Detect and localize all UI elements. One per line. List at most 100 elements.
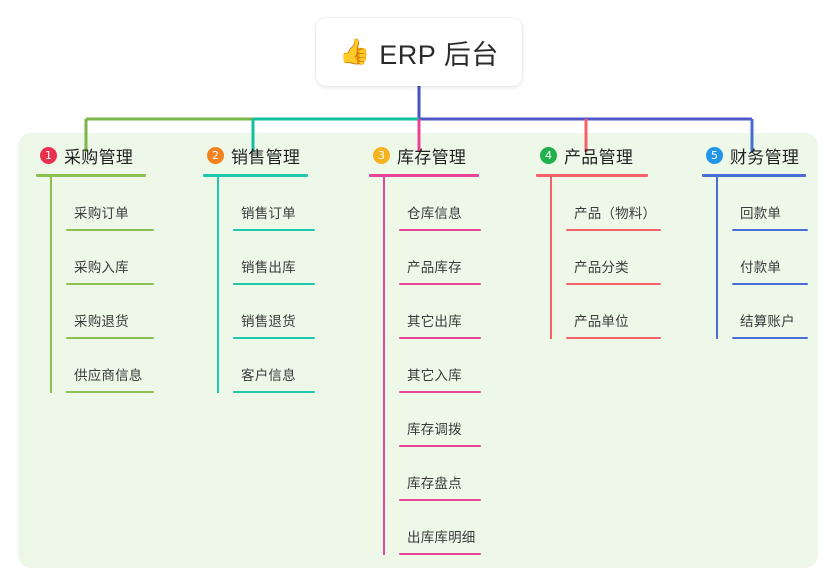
menu-item-rule xyxy=(732,283,808,285)
menu-item-rule xyxy=(566,283,661,285)
menu-item-label: 采购入库 xyxy=(74,260,129,275)
branch-header-rule-5 xyxy=(702,174,806,177)
branch-column-3: 3 库存管理仓库信息产品库存其它出库其它入库库存调拨库存盘点出库库明细 xyxy=(369,142,519,555)
menu-item[interactable]: 付款单 xyxy=(718,231,839,285)
menu-item-label: 产品库存 xyxy=(407,260,462,275)
branch-spine-3 xyxy=(383,177,385,555)
menu-item-label: 产品分类 xyxy=(574,260,629,275)
menu-item-rule xyxy=(233,391,315,393)
menu-item-label: 产品（物料） xyxy=(574,206,657,221)
menu-item-label: 客户信息 xyxy=(241,368,296,383)
menu-item-rule xyxy=(566,229,661,231)
menu-item-rule xyxy=(399,229,481,231)
branch-title-1: 采购管理 xyxy=(64,147,134,167)
menu-item-rule xyxy=(732,229,808,231)
menu-item-rule xyxy=(66,283,154,285)
branch-header-5[interactable]: 5 财务管理 xyxy=(702,142,839,168)
branch-header-rule-3 xyxy=(369,174,479,177)
branch-header-rule-1 xyxy=(36,174,146,177)
branch-spine-1 xyxy=(50,177,52,393)
branch-column-5: 5 财务管理回款单付款单结算账户 xyxy=(702,142,839,339)
menu-item[interactable]: 销售出库 xyxy=(219,231,353,285)
menu-item[interactable]: 产品（物料） xyxy=(552,177,686,231)
menu-item[interactable]: 供应商信息 xyxy=(52,339,186,393)
branch-header-rule-2 xyxy=(203,174,308,177)
branch-title-3: 库存管理 xyxy=(397,147,467,167)
branch-spine-5 xyxy=(716,177,718,339)
menu-item[interactable]: 库存盘点 xyxy=(385,447,519,501)
branch-column-1: 1 采购管理采购订单采购入库采购退货供应商信息 xyxy=(36,142,186,393)
branch-header-rule-4 xyxy=(536,174,648,177)
menu-item-label: 销售订单 xyxy=(241,206,296,221)
menu-item-rule xyxy=(233,229,315,231)
menu-item[interactable]: 采购入库 xyxy=(52,231,186,285)
branch-title-2: 销售管理 xyxy=(231,147,301,167)
branch-header-1[interactable]: 1 采购管理 xyxy=(36,142,186,168)
menu-item-label: 库存盘点 xyxy=(407,476,462,491)
menu-item-rule xyxy=(66,337,154,339)
menu-item-rule xyxy=(233,337,315,339)
menu-item-rule xyxy=(399,445,481,447)
branch-title-5: 财务管理 xyxy=(730,147,800,167)
menu-item-label: 其它入库 xyxy=(407,368,462,383)
menu-item[interactable]: 结算账户 xyxy=(718,285,839,339)
menu-item-label: 采购退货 xyxy=(74,314,129,329)
thumbs-up-icon: 👍 xyxy=(339,37,371,66)
branch-number-badge-4: 4 xyxy=(540,146,557,164)
branch-number-badge-2: 2 xyxy=(207,146,224,164)
branch-number-badge-5: 5 xyxy=(706,146,723,164)
menu-item-label: 回款单 xyxy=(740,206,782,221)
menu-item-label: 产品单位 xyxy=(574,314,629,329)
menu-item-label: 其它出库 xyxy=(407,314,462,329)
menu-item[interactable]: 回款单 xyxy=(718,177,839,231)
branch-header-2[interactable]: 2 销售管理 xyxy=(203,142,353,168)
diagram-background-panel xyxy=(18,133,818,568)
branch-number-badge-1: 1 xyxy=(40,146,57,164)
menu-item[interactable]: 产品单位 xyxy=(552,285,686,339)
menu-item[interactable]: 其它出库 xyxy=(385,285,519,339)
branch-column-4: 4 产品管理产品（物料） 产品分类产品单位 xyxy=(536,142,686,339)
branch-header-4[interactable]: 4 产品管理 xyxy=(536,142,686,168)
menu-item[interactable]: 仓库信息 xyxy=(385,177,519,231)
menu-item[interactable]: 产品库存 xyxy=(385,231,519,285)
menu-item-label: 采购订单 xyxy=(74,206,129,221)
menu-item-rule xyxy=(399,283,481,285)
menu-item-rule xyxy=(399,499,481,501)
menu-item-rule xyxy=(399,337,481,339)
menu-item-label: 库存调拨 xyxy=(407,422,462,437)
menu-item-label: 出库库明细 xyxy=(407,530,476,545)
menu-item-label: 供应商信息 xyxy=(74,368,143,383)
menu-item[interactable]: 产品分类 xyxy=(552,231,686,285)
menu-item-label: 付款单 xyxy=(740,260,782,275)
menu-item-rule xyxy=(399,553,481,555)
branch-spine-2 xyxy=(217,177,219,393)
branch-body-4: 产品（物料） 产品分类产品单位 xyxy=(536,177,686,339)
menu-item-rule xyxy=(233,283,315,285)
menu-item[interactable]: 销售退货 xyxy=(219,285,353,339)
menu-item[interactable]: 采购退货 xyxy=(52,285,186,339)
menu-item[interactable]: 其它入库 xyxy=(385,339,519,393)
branch-title-4: 产品管理 xyxy=(564,147,634,167)
branch-body-5: 回款单付款单结算账户 xyxy=(702,177,839,339)
root-node-erp-backend[interactable]: 👍 ERP 后台 xyxy=(316,18,522,86)
menu-item[interactable]: 出库库明细 xyxy=(385,501,519,555)
menu-item[interactable]: 采购订单 xyxy=(52,177,186,231)
menu-item[interactable]: 销售订单 xyxy=(219,177,353,231)
menu-item-label: 仓库信息 xyxy=(407,206,462,221)
menu-item-rule xyxy=(732,337,808,339)
menu-item-label: 销售出库 xyxy=(241,260,296,275)
menu-item[interactable]: 库存调拨 xyxy=(385,393,519,447)
menu-item-rule xyxy=(66,391,154,393)
menu-item[interactable]: 客户信息 xyxy=(219,339,353,393)
branch-column-2: 2 销售管理销售订单销售出库销售退货客户信息 xyxy=(203,142,353,393)
branch-number-badge-3: 3 xyxy=(373,146,390,164)
branch-spine-4 xyxy=(550,177,552,339)
branch-body-3: 仓库信息产品库存其它出库其它入库库存调拨库存盘点出库库明细 xyxy=(369,177,519,555)
branch-header-3[interactable]: 3 库存管理 xyxy=(369,142,519,168)
root-node-title: ERP 后台 xyxy=(379,39,499,70)
menu-item-rule xyxy=(566,337,661,339)
branch-body-2: 销售订单销售出库销售退货客户信息 xyxy=(203,177,353,393)
menu-item-label: 销售退货 xyxy=(241,314,296,329)
menu-item-label: 结算账户 xyxy=(740,314,795,329)
menu-item-rule xyxy=(66,229,154,231)
